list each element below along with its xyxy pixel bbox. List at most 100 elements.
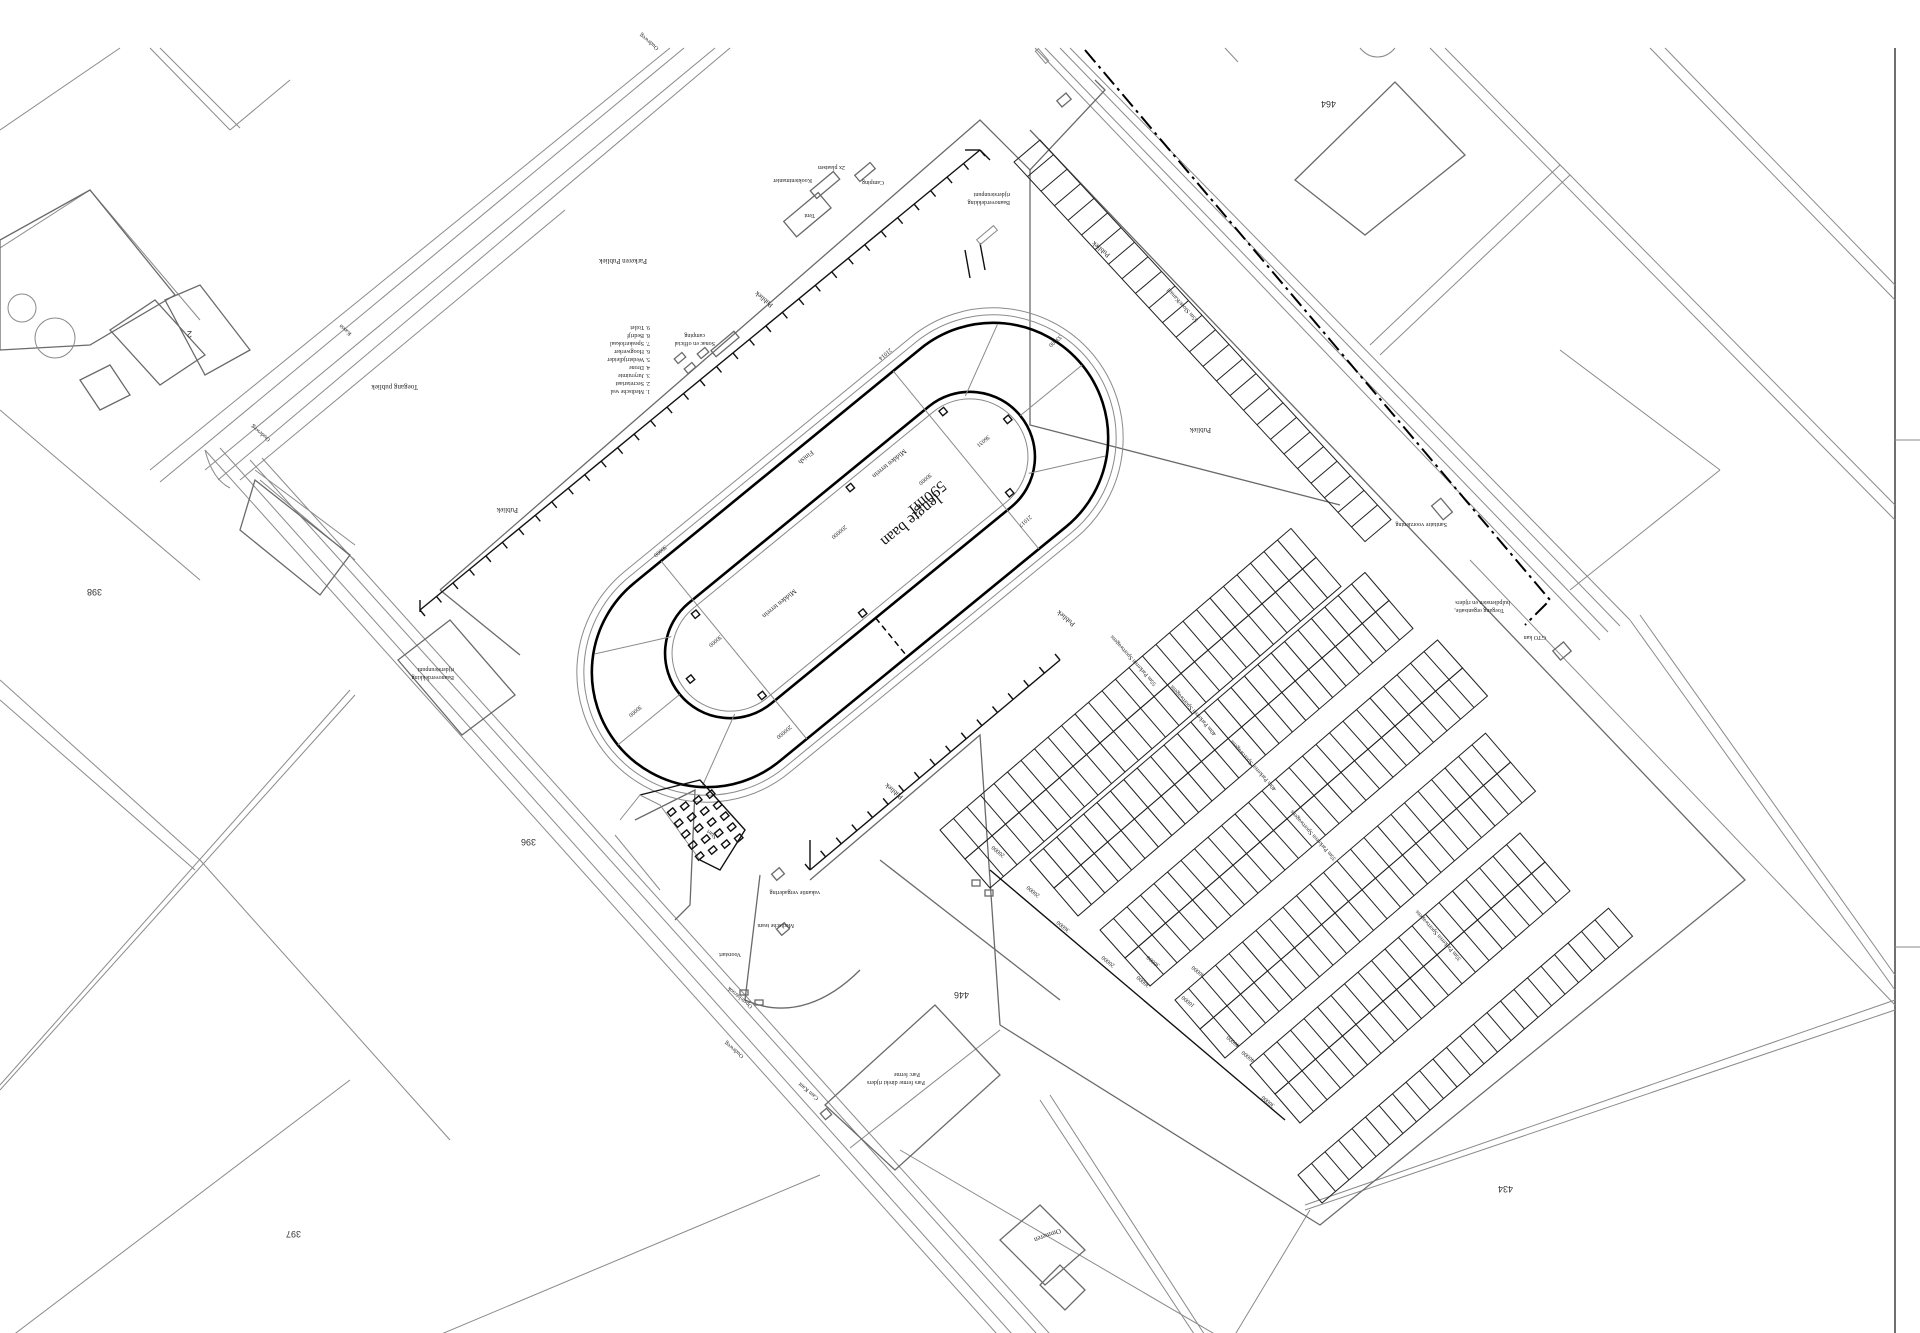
parking-stall-divider	[1355, 1024, 1382, 1054]
legend-item: 6. Hoogwerker	[614, 348, 650, 354]
parking-stall-divider	[1435, 690, 1461, 720]
parking-stall-divider	[1371, 960, 1397, 990]
parking-stall-divider	[1203, 710, 1229, 739]
parking-dimension-label: 20000	[1026, 884, 1041, 898]
track-dimension-label: 30000	[652, 543, 667, 557]
parking-stall-divider	[1243, 387, 1270, 411]
track-dimension-label: 30000	[627, 703, 642, 717]
parking-stall-divider	[1421, 702, 1448, 732]
pit-box	[687, 839, 698, 851]
pit-box	[693, 822, 704, 834]
fence-tick	[715, 366, 723, 373]
infield-label-1: Midden terrein	[870, 447, 908, 480]
label-overdekking-1: Baanoverdekking	[968, 199, 1010, 205]
fence-tick	[880, 230, 887, 238]
parking-stall-divider	[1174, 784, 1199, 813]
fence-tick	[435, 596, 443, 603]
parking-stall-divider	[1297, 446, 1324, 469]
parking-stall-divider	[1123, 779, 1149, 808]
parking-stall-divider	[1177, 733, 1202, 762]
parking-stall-divider	[1419, 1070, 1444, 1099]
label-kooktentmanier: Kooktentmanier	[773, 177, 812, 183]
parking-stall-divider	[1178, 911, 1205, 940]
parking-stall-divider	[1072, 765, 1099, 796]
parking-stall-divider	[1226, 1005, 1253, 1036]
fence-tick	[419, 609, 426, 617]
label-gto: GTO kan	[1524, 634, 1546, 640]
parking-stall-divider	[1282, 906, 1309, 937]
fence-tick	[765, 325, 772, 333]
label-sloot-5: 35m Parkeren Sportwagens	[1289, 808, 1338, 862]
fence-tick	[534, 514, 541, 522]
parking-stall-divider	[1134, 818, 1159, 848]
parking-stall-divider	[1188, 988, 1214, 1018]
fence-tick	[897, 217, 904, 225]
fence-tick	[781, 311, 788, 319]
parking-stall-divider	[1300, 806, 1326, 836]
fence-tick	[518, 528, 525, 536]
fence-tick	[946, 176, 953, 184]
parking-dimension-label: 10000	[1181, 994, 1196, 1008]
parking-stall-divider	[991, 835, 1018, 866]
small-structures	[673, 47, 1573, 1311]
parking-stall-divider	[1234, 813, 1261, 843]
label-vakantie: vakantie vergadering	[770, 889, 820, 895]
parking-stall-divider	[1324, 1151, 1350, 1181]
label-publiek-2: Publiek	[753, 289, 775, 309]
fence-tick	[1023, 679, 1030, 687]
fence-tick	[468, 568, 475, 576]
parking-stall-divider	[1390, 814, 1417, 844]
parking-stall-divider	[1056, 836, 1082, 866]
parking-stall-divider	[1351, 504, 1378, 528]
parking-stall-divider	[1275, 591, 1301, 622]
parking-stall-divider	[1324, 475, 1351, 499]
fence-ticks-lower	[804, 653, 1061, 871]
parking-stall-divider	[1234, 626, 1261, 657]
drawing-frame	[1894, 48, 1920, 1333]
plot-446: 446	[954, 990, 969, 1000]
parking-stall-divider	[1005, 823, 1031, 854]
parking-stall-divider	[1276, 1041, 1303, 1072]
parking-stall-divider	[1361, 623, 1387, 652]
parking-stall-divider	[1018, 812, 1045, 842]
parking-stall-divider	[1242, 941, 1268, 972]
parking-stall-divider	[1415, 843, 1442, 873]
parking-stall-divider	[1277, 539, 1303, 570]
label-publiek-5: Publiek	[1055, 608, 1077, 628]
parking-stall-divider	[1408, 714, 1434, 743]
parking-stall-divider	[1365, 1116, 1390, 1146]
parking-stall-divider	[1429, 831, 1455, 862]
pit-box	[705, 788, 716, 800]
parking-stall-divider	[1096, 802, 1122, 831]
parking-stall-divider	[1080, 864, 1106, 894]
plot-396: 396	[521, 837, 536, 847]
label-publiek-6: Publiek	[883, 781, 905, 801]
label-publiek-4: Publiek	[1189, 426, 1211, 434]
label-publiek-1: Publiek	[496, 506, 518, 514]
parking-dimension-labels: 2000020000360002000030000300001000030000…	[991, 844, 1276, 1108]
label-plaatsen: 2x plaatsen	[818, 164, 845, 170]
legend-item: 3. Juryruimte	[618, 372, 650, 378]
parking-stall-divider	[1483, 785, 1509, 815]
parking-strip	[1174, 732, 1512, 1030]
fence-tick	[732, 352, 739, 360]
parking-stall-divider	[1286, 818, 1313, 848]
fence-tick	[584, 474, 591, 482]
parking-stall-divider	[1382, 1000, 1409, 1031]
parking-strip	[964, 556, 1342, 889]
parking-stall-divider	[980, 794, 1006, 825]
parking-stall-divider	[1261, 790, 1288, 820]
fence-tick	[851, 824, 858, 832]
fence-tick	[962, 163, 970, 170]
parking-stall-divider	[1248, 615, 1274, 645]
parking-stall-divider	[1554, 954, 1579, 983]
parking-stall-divider	[1500, 1000, 1525, 1030]
parking-stall-divider	[1207, 649, 1234, 680]
parking-stall-divider	[1040, 168, 1068, 192]
pit-box	[700, 833, 711, 845]
parking-stall-divider	[1201, 761, 1226, 790]
parking-stall-divider	[1290, 1029, 1316, 1060]
label-overdekking-sub-1: rijdersteunpunt	[973, 191, 1010, 197]
parking-stall-divider	[1020, 760, 1047, 790]
